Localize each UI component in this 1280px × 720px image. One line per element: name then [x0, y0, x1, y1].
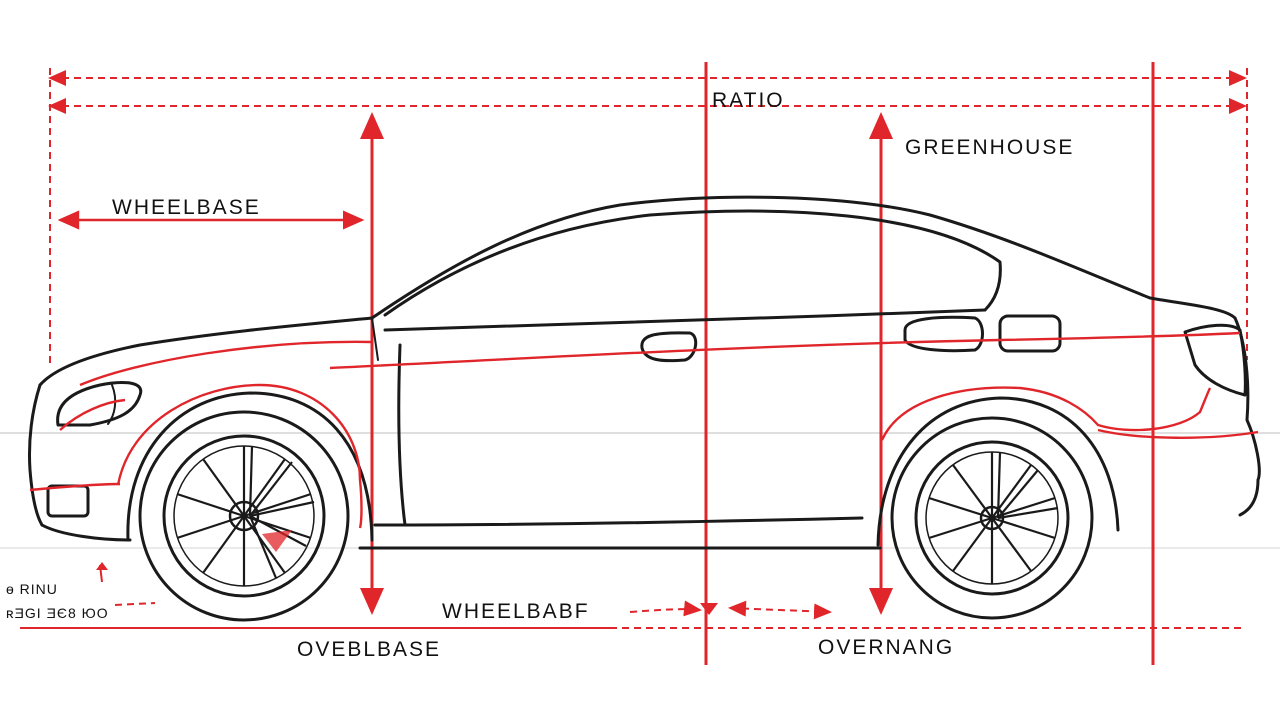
wheelbase-top-label: WHEELBASE [112, 196, 261, 219]
car-body [28, 195, 1261, 550]
overhang-left-label: OVEBLBASE [297, 638, 441, 661]
top-dimension-lines [48, 68, 1248, 365]
side-note-line1: ɵ RINU [6, 581, 58, 597]
greenhouse-label: GREENHOUSE [905, 136, 1074, 159]
rear-wheel [890, 416, 1094, 620]
bottom-dimension-lines [20, 562, 1245, 629]
side-note-line2: ʀƎGI ƎЄ8 ЮO [6, 605, 109, 621]
wheelbase-bottom-label: WHEELBABF [442, 600, 590, 623]
ratio-label: RATIO [712, 89, 785, 112]
overhang-right-label: OVERNANG [818, 636, 954, 659]
front-wheel [138, 410, 350, 622]
red-contours [29, 331, 1259, 529]
